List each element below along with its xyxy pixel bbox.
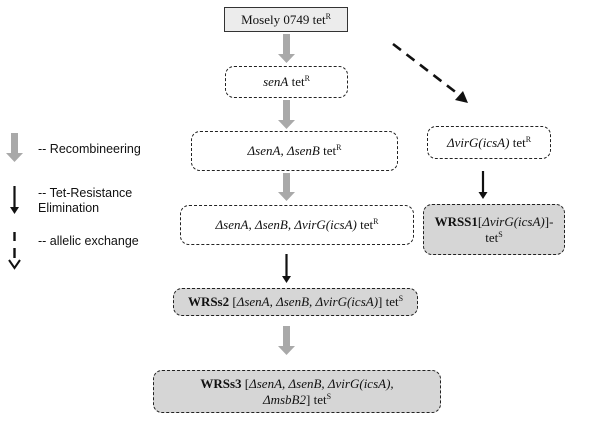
node-senA: senA tetR (225, 66, 348, 98)
wrss1-open: [ (477, 213, 483, 229)
node-senA-senB-virG: ΔsenA, ΔsenB, ΔvirG(icsA) tetR (180, 205, 414, 245)
senA-senB-virG-sup: R (373, 217, 379, 227)
senA-senB-label: tet (319, 143, 337, 159)
legend-tet-resistance-line1: -- Tet-Resistance (38, 186, 133, 200)
legend-recombineering: -- Recombineering (38, 142, 141, 156)
allelic-exchange-arrow (392, 42, 468, 103)
node-virG: ΔvirG(icsA) tetR (427, 126, 551, 159)
wrss3-bold: WRSs3 (200, 375, 242, 391)
wrss3-open: [ (241, 375, 250, 391)
senA-senB-virG-italic: ΔsenA, ΔsenB, ΔvirG(icsA) (215, 217, 357, 233)
wrss2-close: ] tet (378, 294, 399, 310)
wrss3-italic: ΔsenA, ΔsenB, ΔvirG(icsA), (249, 375, 394, 391)
senA-label: tet (288, 74, 305, 90)
wrss1-sup: S (498, 229, 503, 239)
virG-sup: R (525, 134, 532, 144)
wrss1-line2: tet (485, 229, 499, 245)
wrss2-bold: WRSs2 (187, 294, 230, 310)
recombineering-arrow-1 (278, 34, 295, 63)
legend-tet-resistance-line2: Elimination (38, 201, 100, 215)
node-wrss3: WRSs3 [ΔsenA, ΔsenB, ΔvirG(icsA), ΔmsbB2… (153, 370, 441, 413)
senA-sup: R (304, 74, 310, 84)
wrss2-italic: ΔsenA, ΔsenB, ΔvirG(icsA) (236, 294, 379, 310)
recombineering-arrow-2 (278, 100, 295, 129)
mosely-label: Mosely 0749 tet (241, 11, 326, 27)
wrss1-italic: ΔvirG(icsA) (482, 213, 545, 229)
elimination-arrow-main (282, 254, 291, 283)
mosely-sup: R (325, 11, 331, 21)
elimination-arrow-right (478, 171, 488, 199)
node-wrss2: WRSs2 [ΔsenA, ΔsenB, ΔvirG(icsA)] tetS (173, 288, 418, 316)
wrss1-bold: WRSS1 (434, 213, 478, 229)
wrss2-open: [ (229, 294, 237, 310)
legend-dashed-arrow-icon (8, 232, 21, 270)
wrss3-close: ] tet (306, 391, 327, 407)
node-wrss1: WRSS1[ΔvirG(icsA)]- tetS (423, 204, 565, 255)
virG-label: tet (509, 134, 526, 150)
senA-senB-sup: R (336, 143, 342, 153)
wrss2-sup: S (398, 294, 404, 304)
legend-black-arrow-icon (10, 186, 19, 214)
senA-senB-italic: ΔsenA, ΔsenB (247, 143, 320, 159)
node-senA-senB: ΔsenA, ΔsenB tetR (191, 131, 398, 171)
legend-tet-resistance: -- Tet-Resistance Elimination (38, 186, 132, 216)
senA-italic: senA (263, 74, 289, 90)
wrss1-close: ]- (544, 213, 554, 229)
wrss3-sup: S (326, 391, 332, 401)
legend-grey-arrow-icon (6, 133, 23, 162)
recombineering-arrow-3 (278, 173, 295, 201)
recombineering-arrow-4 (278, 326, 295, 355)
virG-italic: ΔvirG(icsA) (446, 134, 510, 150)
senA-senB-virG-label: tet (356, 217, 374, 233)
node-mosely: Mosely 0749 tetR (224, 7, 348, 32)
legend-allelic-exchange: -- allelic exchange (38, 234, 139, 248)
wrss3-italic2: ΔmsbB2 (262, 391, 306, 407)
